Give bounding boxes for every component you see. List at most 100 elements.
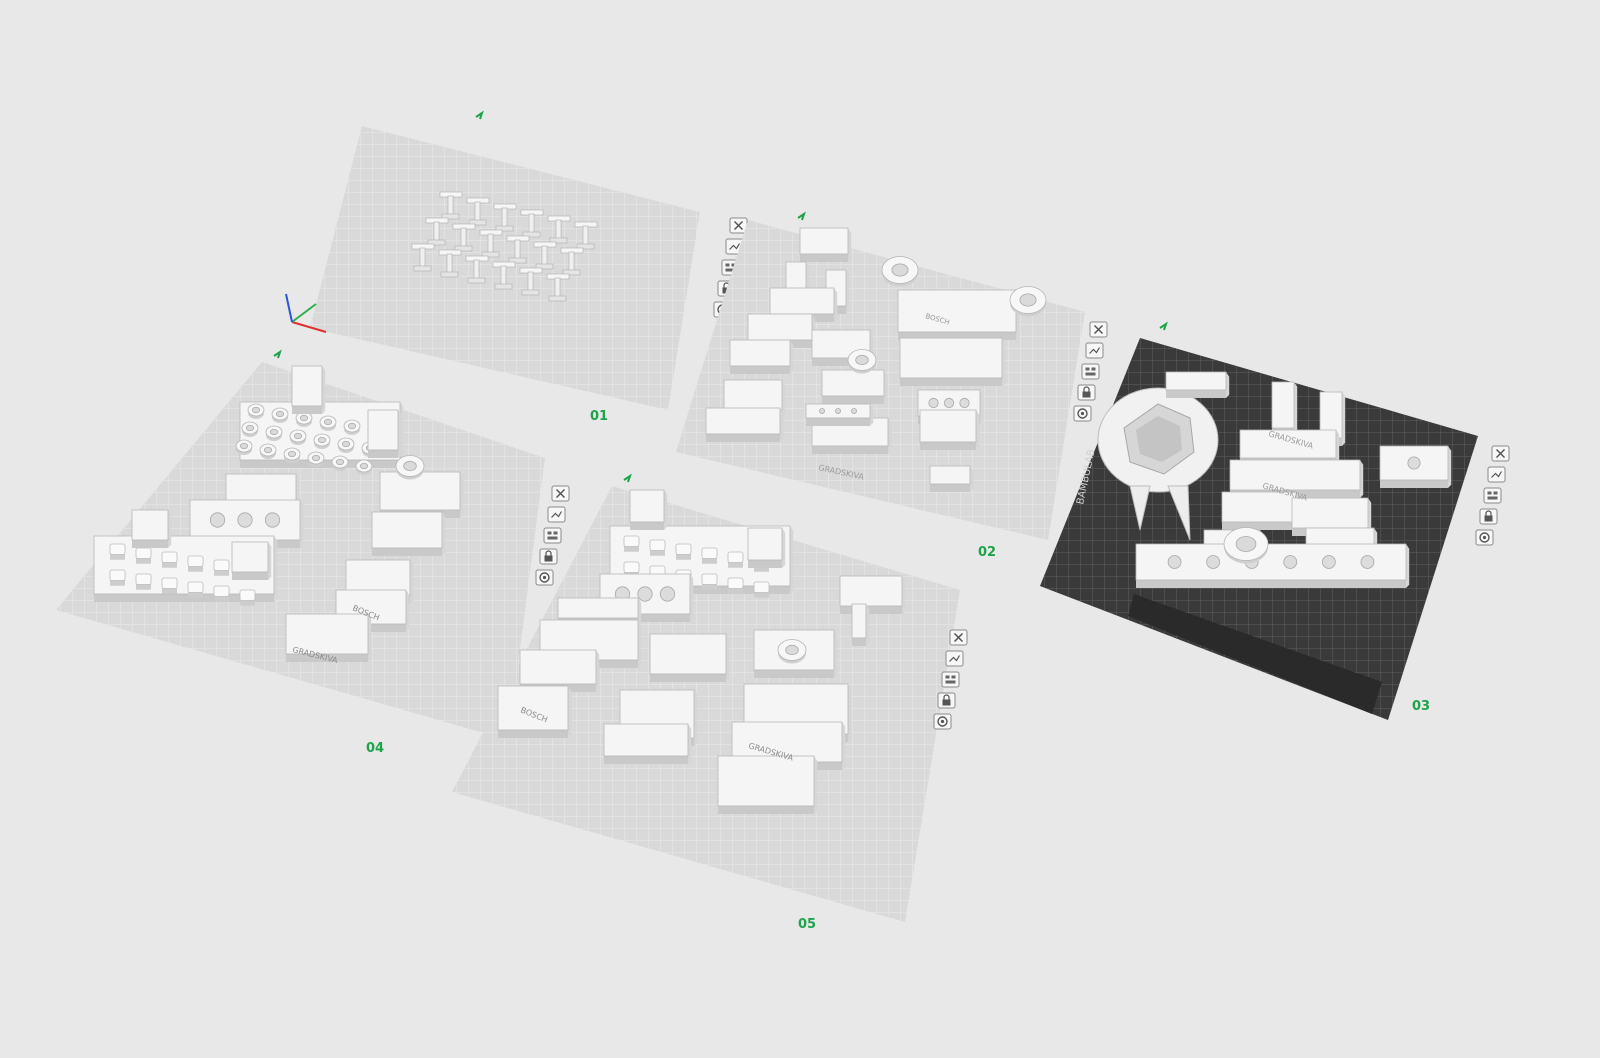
- plate-04[interactable]: BOSCH GRADSKIVA 04: [56, 349, 570, 756]
- part-stud: [623, 535, 640, 552]
- part[interactable]: [1165, 371, 1230, 398]
- part[interactable]: [1135, 543, 1410, 588]
- settings-icon[interactable]: [1073, 405, 1092, 422]
- plate-label-04[interactable]: 04: [366, 741, 384, 756]
- settings-icon[interactable]: [535, 569, 554, 586]
- t-clip-part[interactable]: [533, 241, 557, 270]
- part[interactable]: [599, 573, 694, 622]
- lock-icon[interactable]: [1077, 384, 1096, 401]
- t-clip-part[interactable]: [411, 243, 435, 272]
- part[interactable]: [747, 527, 786, 568]
- t-clip-part[interactable]: [574, 221, 598, 250]
- arrange-icon[interactable]: [543, 527, 562, 544]
- part[interactable]: [1229, 459, 1364, 498]
- close-icon[interactable]: [1491, 445, 1510, 462]
- plate-label-03[interactable]: 03: [1412, 699, 1430, 714]
- part[interactable]: [1379, 445, 1452, 488]
- lock-icon[interactable]: [937, 692, 956, 709]
- t-clip-part[interactable]: [425, 217, 449, 246]
- part[interactable]: [805, 403, 874, 426]
- plate-04-edit-icon[interactable]: [273, 349, 282, 359]
- close-icon[interactable]: [949, 629, 968, 646]
- t-clip-part[interactable]: [465, 255, 489, 284]
- t-clip-part[interactable]: [519, 267, 543, 296]
- t-clip-part[interactable]: [466, 197, 490, 226]
- t-clip-part[interactable]: [479, 229, 503, 258]
- t-clip-part[interactable]: [452, 223, 476, 252]
- t-clip-part[interactable]: [546, 273, 570, 302]
- t-clip-part[interactable]: [492, 261, 516, 290]
- part[interactable]: [729, 339, 794, 374]
- t-clip-part[interactable]: [506, 235, 530, 264]
- plate-label-05[interactable]: 05: [798, 917, 816, 932]
- part[interactable]: [899, 337, 1006, 386]
- arrange-icon[interactable]: [1081, 363, 1100, 380]
- plate-05[interactable]: BOSCH GRADSKIVA 05: [452, 473, 968, 932]
- part[interactable]: [839, 575, 906, 614]
- settings-icon[interactable]: [1475, 529, 1494, 546]
- part[interactable]: [1221, 491, 1300, 530]
- part[interactable]: [799, 227, 852, 262]
- part[interactable]: [285, 613, 372, 662]
- plate-02-edit-icon[interactable]: [797, 211, 806, 221]
- part-stud: [213, 559, 230, 576]
- plate-01-edit-icon[interactable]: [475, 110, 484, 120]
- part[interactable]: [821, 369, 888, 404]
- plate-label-01[interactable]: 01: [590, 409, 608, 424]
- part[interactable]: [291, 365, 326, 414]
- part[interactable]: [929, 465, 974, 492]
- part-stud: [135, 547, 152, 564]
- arrange-icon[interactable]: [1483, 487, 1502, 504]
- part[interactable]: [649, 633, 730, 682]
- part-ring: [847, 349, 877, 374]
- part[interactable]: [629, 489, 668, 530]
- plate-01-parts: [411, 191, 598, 302]
- part[interactable]: [717, 755, 818, 814]
- part[interactable]: [519, 649, 600, 692]
- part[interactable]: [497, 685, 572, 738]
- hex-holder-part[interactable]: [1097, 387, 1219, 541]
- auto-orient-icon[interactable]: [1487, 466, 1506, 483]
- part[interactable]: [131, 509, 172, 548]
- part-ring: [777, 639, 807, 664]
- lock-icon[interactable]: [1479, 508, 1498, 525]
- part[interactable]: [603, 723, 692, 764]
- settings-icon[interactable]: [933, 713, 952, 730]
- t-clip-part[interactable]: [439, 191, 463, 220]
- plate-label-02[interactable]: 02: [978, 545, 996, 560]
- auto-orient-icon[interactable]: [945, 650, 964, 667]
- plate-05-edit-icon[interactable]: [623, 473, 632, 483]
- part[interactable]: [379, 471, 464, 518]
- part[interactable]: [1271, 381, 1298, 436]
- part[interactable]: [371, 511, 446, 556]
- close-icon[interactable]: [1089, 321, 1108, 338]
- plate-03[interactable]: BAMBULAB GRADSKIVA GRADSKIVA 03: [1040, 321, 1510, 720]
- arrange-icon[interactable]: [941, 671, 960, 688]
- part-stud: [109, 569, 126, 586]
- part[interactable]: [705, 407, 784, 442]
- plate-01[interactable]: 01: [310, 110, 748, 424]
- close-icon[interactable]: [729, 217, 748, 234]
- t-clip-part[interactable]: [547, 215, 571, 244]
- t-clip-part[interactable]: [493, 203, 517, 232]
- part[interactable]: [367, 409, 402, 458]
- part[interactable]: [897, 289, 1020, 340]
- plate-02[interactable]: GRADSKIVA BOSCH 02: [676, 211, 1108, 560]
- plate-03-edit-icon[interactable]: [1159, 321, 1168, 331]
- close-icon[interactable]: [551, 485, 570, 502]
- part[interactable]: [919, 409, 980, 450]
- part[interactable]: [851, 603, 870, 646]
- t-clip-part[interactable]: [438, 249, 462, 278]
- part-stud: [623, 561, 640, 578]
- t-clip-part[interactable]: [520, 209, 544, 238]
- lock-icon[interactable]: [539, 548, 558, 565]
- part-ring: [331, 455, 349, 471]
- auto-orient-icon[interactable]: [1085, 342, 1104, 359]
- t-clip-part[interactable]: [560, 247, 584, 276]
- part[interactable]: [1239, 429, 1340, 466]
- part[interactable]: [231, 541, 272, 580]
- part-stud: [701, 573, 718, 590]
- auto-orient-icon[interactable]: [547, 506, 566, 523]
